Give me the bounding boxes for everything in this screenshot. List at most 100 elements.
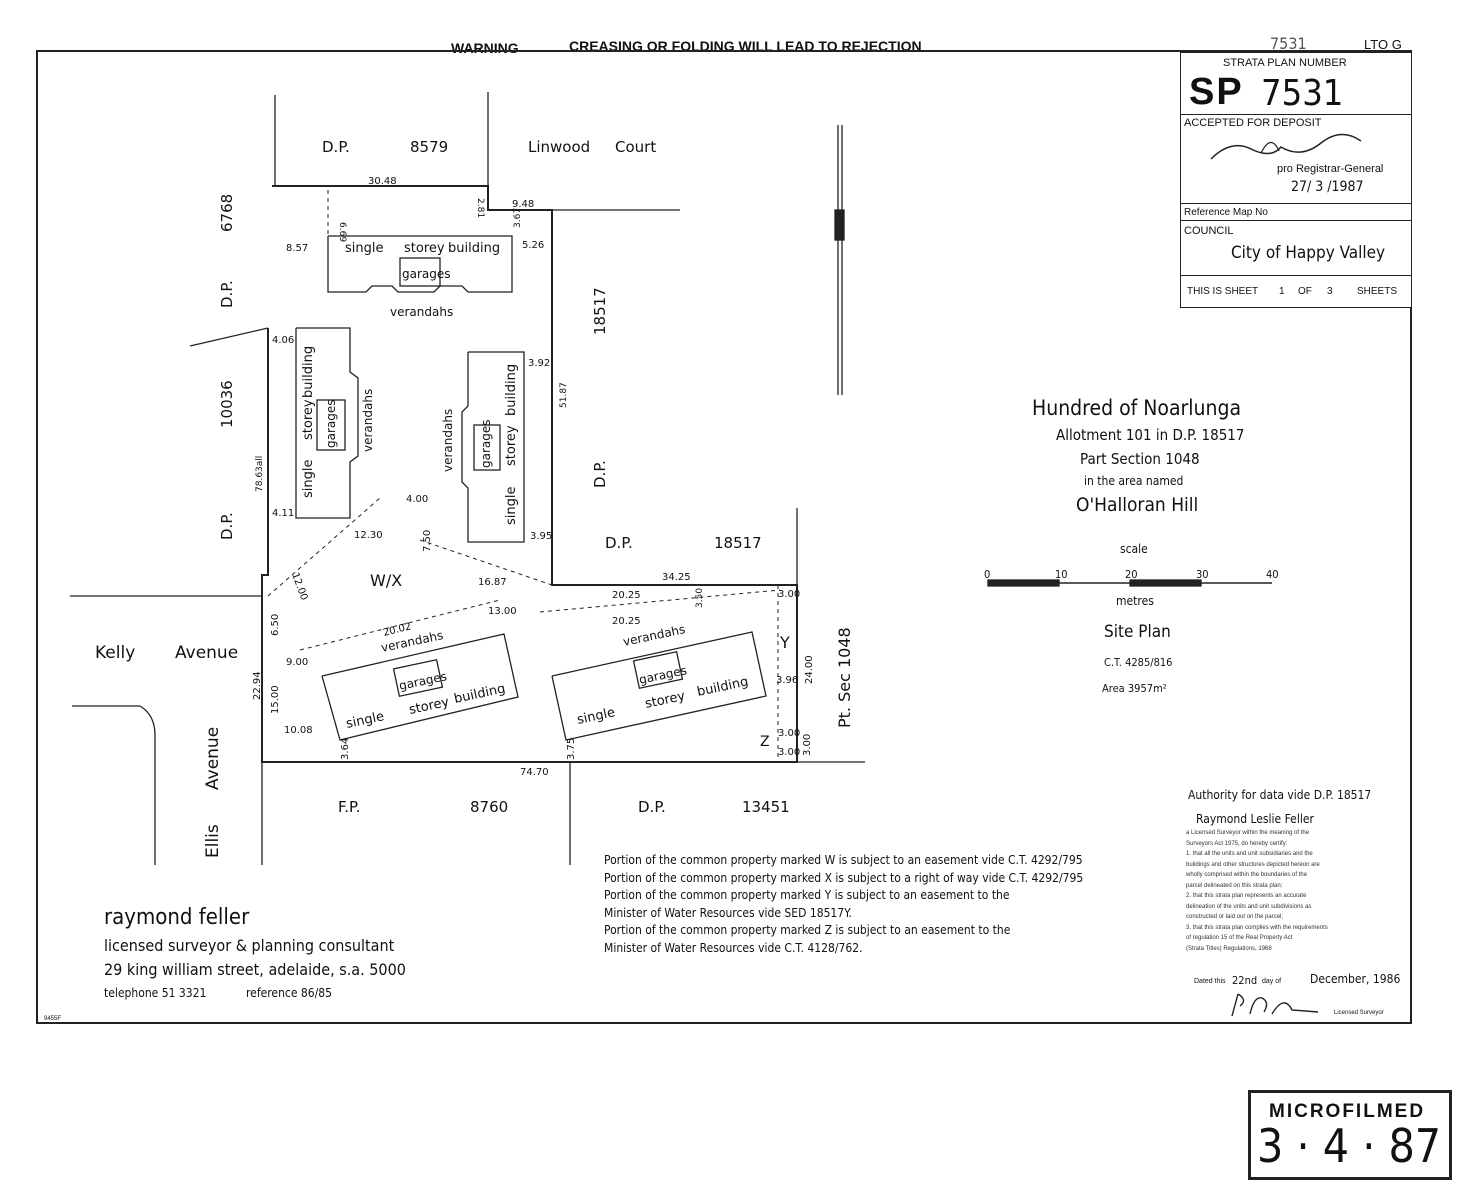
dimension: 3.96 [776,675,798,686]
building-text: storey [504,425,519,466]
area-named-label: in the area named [1084,474,1184,488]
wx-label: W/X [370,571,402,590]
dimension: 16.87 [478,577,507,588]
fp-number: 8760 [470,798,508,816]
dimension: 4.11 [272,508,294,519]
registrar-label: pro Registrar-General [1277,163,1384,175]
dp-left-label: D.P. [218,280,236,308]
divider [1181,220,1411,221]
dp18517-h-number: 18517 [714,534,762,552]
dimension: 3.00 [778,589,800,600]
kelly-label: Kelly [95,643,135,663]
dimension: 74.70 [520,767,549,778]
certificate-surveyor: Raymond Leslie Feller [1196,812,1314,826]
part-section-label: Part Section 1048 [1080,450,1200,468]
dp18517-v-number: 18517 [591,287,609,335]
dated-label: Dated this [1194,978,1226,985]
surveyor-reference: reference 86/85 [246,986,333,1000]
y-label: Y [779,633,790,652]
z-label: Z [760,734,770,750]
scale-tick: 10 [1055,568,1068,581]
dimension: 51.87 [559,382,569,408]
allotment-label: Allotment 101 in D.P. 18517 [1056,426,1245,444]
divider [1181,203,1411,204]
certificate-line: Surveyors Act 1975, do hereby certify: [1186,840,1288,847]
dimension: 9.00 [286,657,308,668]
certificate-line: a Licensed Surveyor within the meaning o… [1186,830,1310,836]
dimension: 10.08 [284,725,313,736]
dimension: 3.67 [513,208,523,228]
building-text: building [504,364,519,416]
dimension: 9.48 [512,199,534,210]
building-text: garages [398,669,448,693]
hundred-label: Hundred of Noarlunga [1032,396,1242,420]
sheets-label: SHEETS [1357,286,1398,297]
day-of-label: day of [1262,978,1282,985]
dimension: 3.75 [566,738,577,760]
dimension: 13.00 [488,606,517,617]
building-text: single [576,705,617,728]
licensed-surveyor-label: Licensed Surveyor [1334,1010,1384,1016]
building-text: single [345,709,386,732]
dimension: 34.25 [662,572,691,583]
certificate-line: 3. that this strata plan complies with t… [1186,924,1328,931]
building-text: garages [479,419,493,468]
certificate-line: wholly comprised within the boundaries o… [1186,872,1308,878]
certificate-line: delineation of the units and unit subdiv… [1186,903,1312,910]
dated-month-year: December, 1986 [1310,972,1401,986]
dimension: 30.48 [368,176,397,187]
dimension: 3.95 [530,531,552,542]
easement-line: Portion of the common property marked X … [604,870,1084,885]
building-text: storey [644,689,687,712]
avenue-label: Avenue [175,643,238,663]
strata-plan-label: STRATA PLAN NUMBER [1223,57,1347,69]
building-text: single [301,460,316,499]
council-label: COUNCIL [1184,225,1234,237]
microfilmed-date: 3 · 4 · 87 [1257,1119,1442,1173]
building-text: building [301,346,316,398]
sheet-this-label: THIS IS SHEET [1187,286,1259,297]
scale-tick: 40 [1266,568,1279,581]
scale-tick: 30 [1196,568,1209,581]
certificate-text: a Licensed Surveyor within the meaning o… [1186,828,1328,954]
ct-reference: C.T. 4285/816 [1104,656,1173,669]
easement-notes: Portion of the common property marked W … [604,852,1083,957]
site-plan-title: Site Plan [1104,622,1171,642]
sp-number: 7531 [1261,73,1344,114]
sheet-total: 3 [1327,286,1333,297]
dimension: 3.64 [340,738,351,760]
deposit-date: 27/ 3 /1987 [1291,179,1364,195]
dimension: 4.06 [272,335,294,346]
dimension: 3.92 [528,358,550,369]
surveyor-signature [1231,993,1319,1017]
dp8579-number: 8579 [410,138,448,156]
lto-label: LTO G [1364,37,1402,52]
building-text: garages [324,399,338,448]
dp10036-label: D.P. [218,512,236,540]
building-text: garages [402,267,451,281]
scale-unit: metres [1116,594,1154,608]
divider [1181,275,1411,276]
fp-label: F.P. [338,798,360,816]
certificate-line: of regulation 15 of the Real Property Ac… [1186,935,1293,941]
microfilmed-stamp: MICROFILMED 3 · 4 · 87 [1248,1090,1452,1180]
dimension: 15.00 [270,685,281,714]
scale-tick: 20 [1125,568,1138,581]
dp18517-h-label: D.P. [605,534,633,552]
certificate-line: parcel delineated on this strata plan; [1186,882,1283,889]
corner-number: 7531 [1270,34,1307,53]
dp13451-label: D.P. [638,798,666,816]
easement-line: Minister of Water Resources vide SED 185… [604,905,852,920]
dp-left-number: 6768 [218,194,236,232]
dimension: 6.69 [337,222,347,242]
certificate-line: constructed or laid out on the parcel; [1186,914,1284,920]
building-text: storey [404,241,445,256]
surveyor-name: raymond feller [104,905,250,930]
building-text: building [696,674,750,699]
divider [1181,114,1411,115]
dimension: 12.00 [289,571,309,602]
dimension: 22.94 [252,671,263,700]
certificate-line: 1. that all the units and unit subsidiar… [1186,851,1313,857]
dimension: 12.30 [354,530,383,541]
